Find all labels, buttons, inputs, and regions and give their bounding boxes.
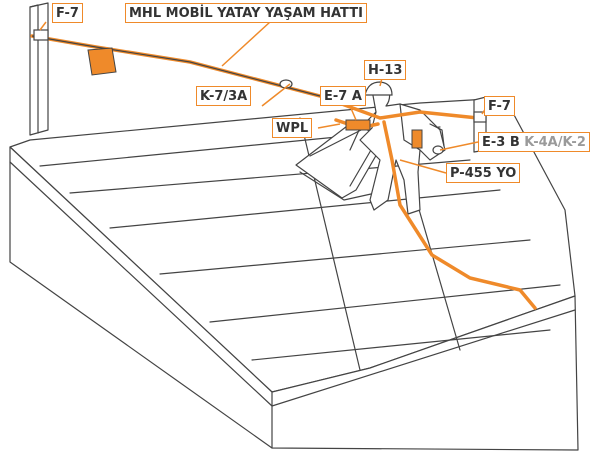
label-k73a: K-7/3A	[196, 86, 252, 106]
right-anchor	[473, 111, 487, 123]
harness-part	[411, 129, 423, 149]
e7a-absorber	[345, 119, 371, 131]
label-wpl: WPL	[272, 118, 313, 138]
roof-fascia	[9, 146, 579, 451]
label-k4a-k2: K-4A/K-2	[524, 135, 586, 150]
left-anchor	[33, 29, 49, 41]
helmet-icon	[364, 81, 393, 96]
leader-f7-left	[39, 21, 47, 31]
lanyard-rope	[382, 120, 537, 310]
label-p455: P-455 YO	[446, 163, 521, 183]
leader-k73a	[261, 83, 291, 107]
leader-e7a	[349, 105, 357, 121]
leader-hat	[221, 21, 271, 67]
label-hat-title: MHL MOBİL YATAY YAŞAM HATTI	[125, 3, 367, 23]
leader-wpl	[317, 123, 341, 129]
label-f7-left: F-7	[52, 3, 83, 23]
label-f7-right: F-7	[484, 96, 515, 116]
label-e7a: E-7 A	[320, 86, 366, 106]
tensioner-bag	[87, 47, 117, 76]
leader-p455	[399, 159, 447, 174]
leader-e3b	[439, 141, 479, 151]
label-e3b-k4a: E-3 B K-4A/K-2	[478, 132, 590, 152]
label-h13: H-13	[364, 60, 407, 80]
